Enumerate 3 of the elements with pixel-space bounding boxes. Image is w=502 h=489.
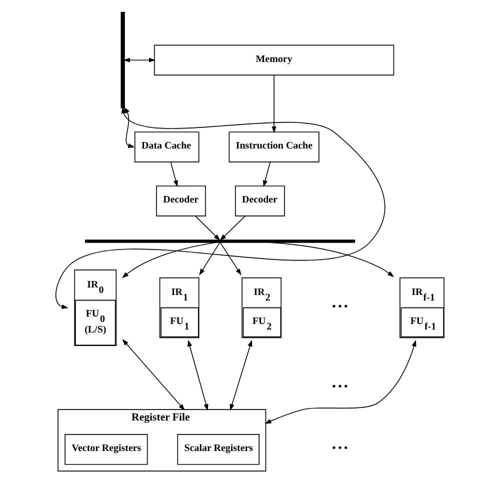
label: • • • xyxy=(332,300,348,312)
label: • • • xyxy=(332,442,348,454)
label: • • • xyxy=(332,381,348,392)
